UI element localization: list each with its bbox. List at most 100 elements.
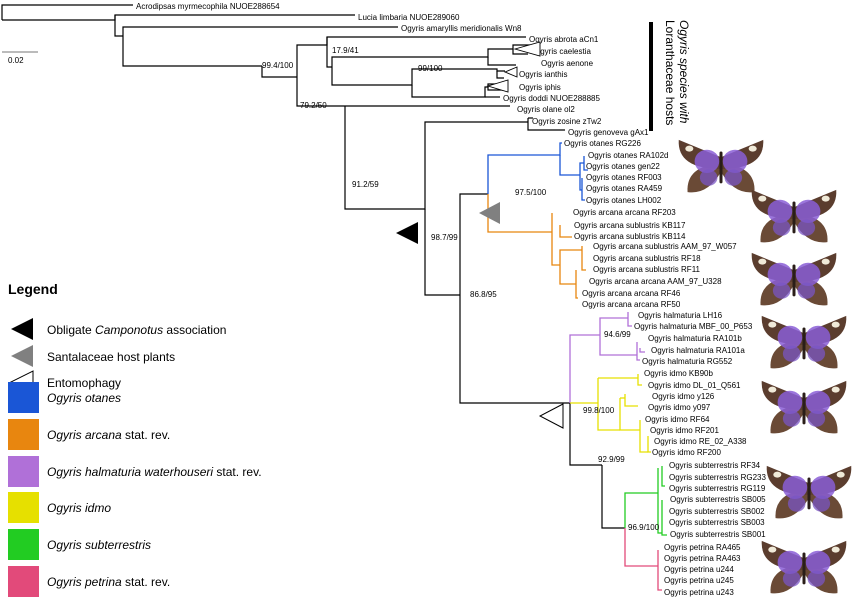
legend-swatch-label: Ogyris otanes <box>47 391 121 405</box>
support-value: 96.9/100 <box>628 523 660 532</box>
legend-swatch-label: Ogyris idmo <box>47 501 111 515</box>
leaf-label: Ogyris arcana sublustris RF11 <box>593 265 701 274</box>
halmaturia-branches <box>569 312 645 403</box>
leaf-label: Ogyris halmaturia RA101b <box>648 334 742 343</box>
legend: Legend Obligate Camponotus associationSa… <box>8 281 262 597</box>
leaf-label: Ogyris arcana sublustris RF18 <box>593 254 701 263</box>
butterfly-photo <box>761 540 847 594</box>
legend-swatch-label: Ogyris subterrestris <box>47 538 151 552</box>
petrina-branches <box>624 528 662 591</box>
legend-swatch-label: Ogyris arcana stat. rev. <box>47 428 170 442</box>
clade-label-line1: Ogyris species with <box>677 20 691 124</box>
leaf-label: Ogyris petrina RA465 <box>664 543 741 552</box>
leaf-label: Ogyris subterrestris SB005 <box>670 495 766 504</box>
clade-label-line2: Loranthaceae hosts <box>663 20 677 125</box>
support-value: 86.8/95 <box>470 290 497 299</box>
support-value: 98.7/99 <box>431 233 458 242</box>
legend-swatch-label: Ogyris halmaturia waterhouseri stat. rev… <box>47 465 262 479</box>
entomophagy-marker <box>538 403 564 429</box>
leaf-label: Ogyris subterrestris RF34 <box>669 461 761 470</box>
camponotus-marker <box>396 222 418 244</box>
support-value: 99.4/100 <box>262 61 294 70</box>
support-value: 97.5/100 <box>515 188 547 197</box>
leaf-label: Ogyris idmo KB90b <box>644 369 713 378</box>
leaf-label: Ogyris otanes gen22 <box>586 162 660 171</box>
leaf-label: Ogyris subterrestris RG233 <box>669 473 766 482</box>
butterfly-photo <box>766 465 852 519</box>
legend-swatch: Ogyris petrina stat. rev. <box>8 566 170 597</box>
arcana-branches <box>487 194 586 299</box>
legend-swatch: Ogyris subterrestris <box>8 529 151 560</box>
leaf-label: Ogyris subterrestris SB001 <box>670 530 766 539</box>
legend-swatch: Ogyris otanes <box>8 382 121 413</box>
leaf-label: Ogyris idmo y097 <box>648 403 711 412</box>
leaf-label: Ogyris arcana sublustris AAM_97_W057 <box>593 242 737 251</box>
leaf-label: Ogyris halmaturia RG552 <box>642 357 733 366</box>
scale-bar-label: 0.02 <box>8 56 24 65</box>
support-value: 92.9/99 <box>598 455 625 464</box>
butterfly-photo <box>751 189 837 243</box>
otanes-branches <box>487 142 588 201</box>
leaf-label: Ogyris otanes RA459 <box>586 184 663 193</box>
leaf-label: Ogyris idmo RF64 <box>645 415 710 424</box>
leaf-label: Ogyris otanes RG226 <box>564 139 641 148</box>
leaf-label: Ogyris petrina u245 <box>664 576 734 585</box>
leaf-label: Ogyris otanes LH002 <box>586 196 662 205</box>
legend-marker: Obligate Camponotus association <box>11 318 226 340</box>
leaf-label: Ogyris ianthis <box>519 70 567 79</box>
legend-marker-label: Obligate Camponotus association <box>47 323 226 337</box>
leaf-label: Ogyris subterrestris SB002 <box>669 507 765 516</box>
idmo-branches <box>570 374 651 453</box>
legend-marker: Santalaceae host plants <box>11 345 175 367</box>
leaf-label: Ogyris iphis <box>519 83 561 92</box>
leaf-label: Lucia limbaria NUOE289060 <box>358 13 460 22</box>
leaf-label: Ogyris idmo RF200 <box>652 448 721 457</box>
butterfly-photo <box>761 315 847 369</box>
leaf-label: Ogyris arcana sublustris KB114 <box>574 232 686 241</box>
backbone-branches <box>1 4 625 529</box>
leaf-label: Ogyris petrina RA463 <box>664 554 741 563</box>
leaf-label: Ogyris caelestia <box>534 47 591 56</box>
butterfly-photos <box>678 139 852 594</box>
leaf-label: Ogyris arcana arcana AAM_97_U328 <box>589 277 722 286</box>
support-value: 99.8/100 <box>583 406 615 415</box>
leaf-label: Acrodipsas myrmecophila NUOE288654 <box>136 2 280 11</box>
leaf-label: Ogyris amaryllis meridionalis Wn8 <box>401 24 522 33</box>
leaf-label: Ogyris halmaturia RA101a <box>651 346 745 355</box>
santalaceae-marker <box>479 202 500 224</box>
leaf-label: Ogyris doddi NUOE288885 <box>503 94 600 103</box>
leaf-label: Ogyris olane ol2 <box>517 105 575 114</box>
support-value: 79.2/50 <box>300 101 327 110</box>
leaf-label: Ogyris zosine zTw2 <box>532 117 602 126</box>
leaf-label: Ogyris otanes RA102d <box>588 151 669 160</box>
leaf-label: Ogyris genoveva gAx1 <box>568 128 649 137</box>
leaf-label: Ogyris arcana arcana RF203 <box>573 208 676 217</box>
leaf-label: Ogyris subterrestris SB003 <box>669 518 765 527</box>
butterfly-photo <box>678 139 764 193</box>
support-value: 94.6/99 <box>604 330 631 339</box>
leaf-label: Ogyris petrina u244 <box>664 565 734 574</box>
leaf-label: Ogyris idmo DL_01_Q561 <box>648 381 741 390</box>
leaf-labels: Acrodipsas myrmecophila NUOE288654Lucia … <box>136 2 766 597</box>
leaf-label: Ogyris idmo RE_02_A338 <box>654 437 747 446</box>
subterrestris-branches <box>624 466 667 536</box>
leaf-label: Ogyris otanes RF003 <box>586 173 662 182</box>
support-values: 17.9/41 99.4/100 99/100 79.2/50 91.2/59 97.5/… <box>262 46 660 532</box>
support-value: 99/100 <box>418 64 443 73</box>
leaf-label: Ogyris aenone <box>541 59 594 68</box>
leaf-label: Ogyris arcana arcana RF46 <box>582 289 681 298</box>
leaf-label: Ogyris petrina u243 <box>664 588 734 597</box>
support-value: 17.9/41 <box>332 46 359 55</box>
leaf-label: Ogyris idmo RF201 <box>650 426 719 435</box>
collapsed-clades <box>486 41 541 93</box>
leaf-label: Ogyris halmaturia LH16 <box>638 311 723 320</box>
butterfly-photo <box>761 380 847 434</box>
leaf-label: Ogyris arcana sublustris KB117 <box>574 221 686 230</box>
legend-swatch: Ogyris arcana stat. rev. <box>8 419 170 450</box>
legend-swatch: Ogyris idmo <box>8 492 111 523</box>
legend-title: Legend <box>8 281 58 297</box>
legend-marker-label: Santalaceae host plants <box>47 350 175 364</box>
support-value: 91.2/59 <box>352 180 379 189</box>
